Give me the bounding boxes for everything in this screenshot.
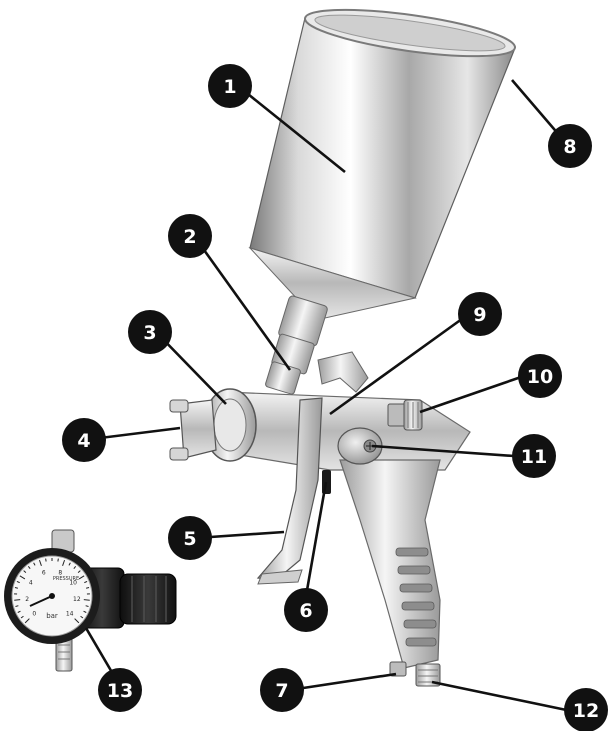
gauge-unit-label: bar	[46, 612, 58, 620]
callout-1-label: 1	[223, 76, 236, 98]
gauge-scale-label: 6	[42, 569, 46, 576]
leader-10	[419, 374, 525, 414]
callout-13: 13	[98, 668, 142, 712]
leader-2	[192, 235, 292, 371]
gauge-tick	[20, 615, 24, 619]
gauge-tick	[83, 599, 90, 601]
gauge-tick	[78, 575, 85, 580]
spray-gun	[169, 351, 471, 687]
callout-badges: 1 2 3 4 5 6 7 8 9 10 11 12 13	[62, 64, 608, 731]
gauge-tick	[33, 562, 36, 566]
gauge-tick	[15, 605, 19, 608]
gauge-tick	[27, 565, 31, 569]
paint-cup	[248, 8, 516, 395]
gauge-tick	[77, 570, 81, 574]
gauge-tick	[57, 558, 59, 562]
gauge-tick	[62, 559, 66, 566]
handle-grip	[395, 547, 437, 647]
callout-2: 2	[168, 214, 212, 258]
pressure-regulator: PRESSURE bar 0 2 4 6 8 10 12 14	[4, 529, 177, 672]
callout-3-label: 3	[143, 322, 156, 344]
gauge-tick	[86, 587, 90, 589]
callout-4-label: 4	[77, 430, 90, 452]
callout-11-label: 11	[521, 446, 547, 468]
callout-3: 3	[128, 310, 172, 354]
callout-8: 8	[548, 124, 592, 168]
callout-5: 5	[168, 516, 212, 560]
gauge-brand-label: PRESSURE	[53, 576, 79, 582]
gauge-tick	[23, 570, 27, 574]
callout-6-label: 6	[299, 600, 312, 622]
fluid-adjust-knob	[387, 399, 423, 431]
gauge-tick	[73, 565, 77, 569]
gauge-tick	[17, 610, 21, 613]
gauge-tick	[80, 615, 84, 619]
callout-9-label: 9	[473, 304, 486, 326]
gauge-tick	[84, 580, 88, 584]
gauge-tick	[74, 618, 80, 624]
gauge-tick	[14, 587, 18, 589]
air-cap	[179, 399, 217, 459]
air-inlet-valve	[389, 661, 407, 677]
gauge-tick	[68, 562, 71, 566]
gauge-tick	[45, 558, 47, 562]
callout-2-label: 2	[183, 226, 196, 248]
gauge-scale-label: 0	[32, 611, 36, 618]
leader-11	[371, 444, 515, 458]
gauge-tick	[24, 618, 30, 624]
gauge-scale-label: 4	[29, 580, 33, 587]
gauge-tick	[38, 559, 42, 566]
callout-12-label: 12	[573, 700, 599, 722]
callout-13-label: 13	[107, 680, 133, 702]
gauge-scale-label: 12	[73, 596, 81, 603]
callout-9: 9	[458, 292, 502, 336]
callout-8-label: 8	[563, 136, 576, 158]
gauge-scale-label: 10	[69, 580, 77, 587]
callout-11: 11	[512, 434, 556, 478]
gauge-tick	[14, 599, 21, 601]
leader-8	[511, 79, 561, 137]
gauge-needle	[29, 595, 53, 607]
pressure-gauge: PRESSURE bar 0 2 4 6 8 10 12 14	[4, 548, 100, 644]
gauge-tick	[85, 605, 89, 608]
gauge-scale-label: 8	[58, 569, 62, 576]
callout-5-label: 5	[183, 528, 196, 550]
callout-4: 4	[62, 418, 106, 462]
callout-10: 10	[518, 354, 562, 398]
leader-6	[304, 481, 328, 597]
gauge-scale-label: 14	[66, 611, 74, 618]
callout-1: 1	[208, 64, 252, 108]
callout-10-label: 10	[527, 366, 553, 388]
callout-6: 6	[284, 588, 328, 632]
leader-7	[289, 672, 397, 692]
gauge-tick	[16, 580, 20, 584]
gauge-tick	[83, 610, 87, 613]
callout-7: 7	[260, 668, 304, 712]
leader-12	[431, 680, 577, 714]
gauge-scale-label: 2	[25, 596, 29, 603]
callout-7-label: 7	[275, 680, 288, 702]
leader-1	[237, 84, 346, 174]
leader-9	[329, 314, 467, 416]
gauge-tick	[19, 575, 26, 580]
pattern-adjust-knob	[337, 427, 383, 465]
callout-12: 12	[564, 688, 608, 731]
